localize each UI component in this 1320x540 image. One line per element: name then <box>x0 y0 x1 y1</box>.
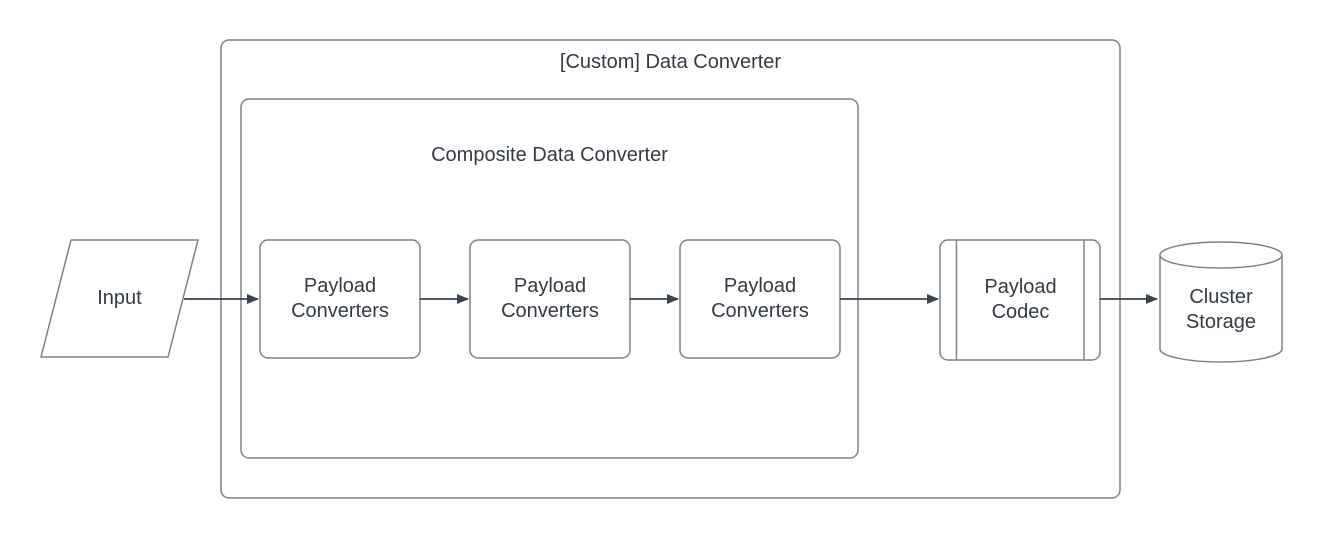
payload-converters-1-shape <box>259 239 421 359</box>
payload-converters-3-shape <box>679 239 841 359</box>
input-node-shape <box>40 239 199 358</box>
payload-codec-shape <box>939 239 1101 361</box>
cluster-storage-body <box>1159 255 1283 363</box>
cluster-storage-top <box>1159 241 1283 269</box>
payload-converters-2-shape <box>469 239 631 359</box>
